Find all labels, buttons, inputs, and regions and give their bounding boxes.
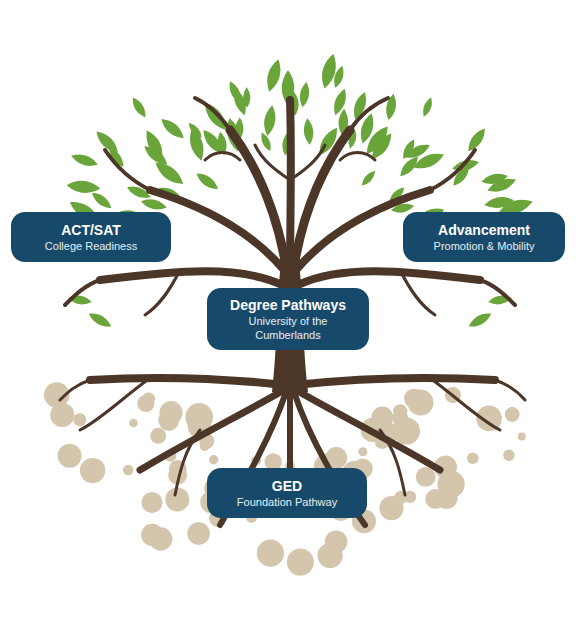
box-title: Degree Pathways — [219, 297, 357, 314]
leaf — [231, 87, 250, 117]
leaf — [485, 175, 517, 196]
pathway-box: ACT/SATCollege Readiness — [11, 212, 171, 262]
leaf — [89, 189, 114, 211]
soil-dot — [187, 522, 210, 545]
leaf — [331, 64, 346, 89]
soil-dot — [425, 489, 445, 509]
leaf — [152, 158, 187, 189]
soil-dots — [44, 382, 526, 575]
leaf — [262, 104, 278, 136]
soil-dot — [185, 403, 213, 431]
soil-dot — [58, 444, 82, 468]
soil-dot — [379, 496, 403, 520]
soil-dot — [129, 419, 138, 428]
leaf — [411, 149, 446, 172]
pathway-box: AdvancementPromotion & Mobility — [403, 212, 565, 262]
soil-dot — [408, 390, 434, 416]
soil-dot — [318, 543, 343, 568]
box-title: GED — [219, 478, 355, 495]
soil-dot — [467, 452, 479, 464]
soil-dot — [209, 455, 218, 464]
soil-dot — [150, 428, 166, 444]
leaf — [194, 170, 221, 193]
leaf — [331, 87, 350, 117]
soil-dot — [287, 549, 314, 576]
leaf — [466, 310, 493, 331]
soil-dot — [416, 467, 436, 487]
leaf — [186, 120, 204, 140]
leaf — [70, 151, 100, 169]
tree-branches — [60, 98, 525, 525]
leaf — [140, 197, 168, 212]
leaf — [142, 128, 167, 162]
leaf — [359, 168, 378, 188]
pathway-box: Degree PathwaysUniversity of the Cumberl… — [207, 288, 369, 350]
box-title: ACT/SAT — [23, 222, 159, 239]
leaf — [264, 58, 285, 94]
box-subtitle: Promotion & Mobility — [415, 239, 553, 253]
soil-dot — [505, 407, 520, 422]
soil-dot — [80, 458, 105, 483]
soil-dot — [142, 393, 155, 406]
box-subtitle: University of the Cumberlands — [219, 314, 357, 342]
box-subtitle: Foundation Pathway — [219, 495, 355, 509]
soil-dot — [358, 447, 367, 456]
box-subtitle: College Readiness — [23, 239, 159, 253]
leaf — [86, 310, 113, 331]
soil-dot — [123, 465, 134, 476]
leaf — [298, 81, 311, 108]
pathway-box: GEDFoundation Pathway — [207, 468, 367, 518]
leaf — [303, 118, 315, 146]
soil-dot — [141, 524, 163, 546]
soil-dot — [257, 540, 284, 567]
leaf — [129, 95, 149, 119]
leaf — [158, 115, 187, 142]
soil-dot — [159, 401, 182, 424]
leaf — [258, 131, 273, 153]
soil-dot — [142, 492, 163, 513]
soil-dot — [503, 450, 514, 461]
soil-dot — [518, 432, 526, 440]
leaf — [420, 96, 434, 118]
leaf — [66, 179, 101, 194]
soil-dot — [73, 413, 86, 426]
box-title: Advancement — [415, 222, 553, 239]
